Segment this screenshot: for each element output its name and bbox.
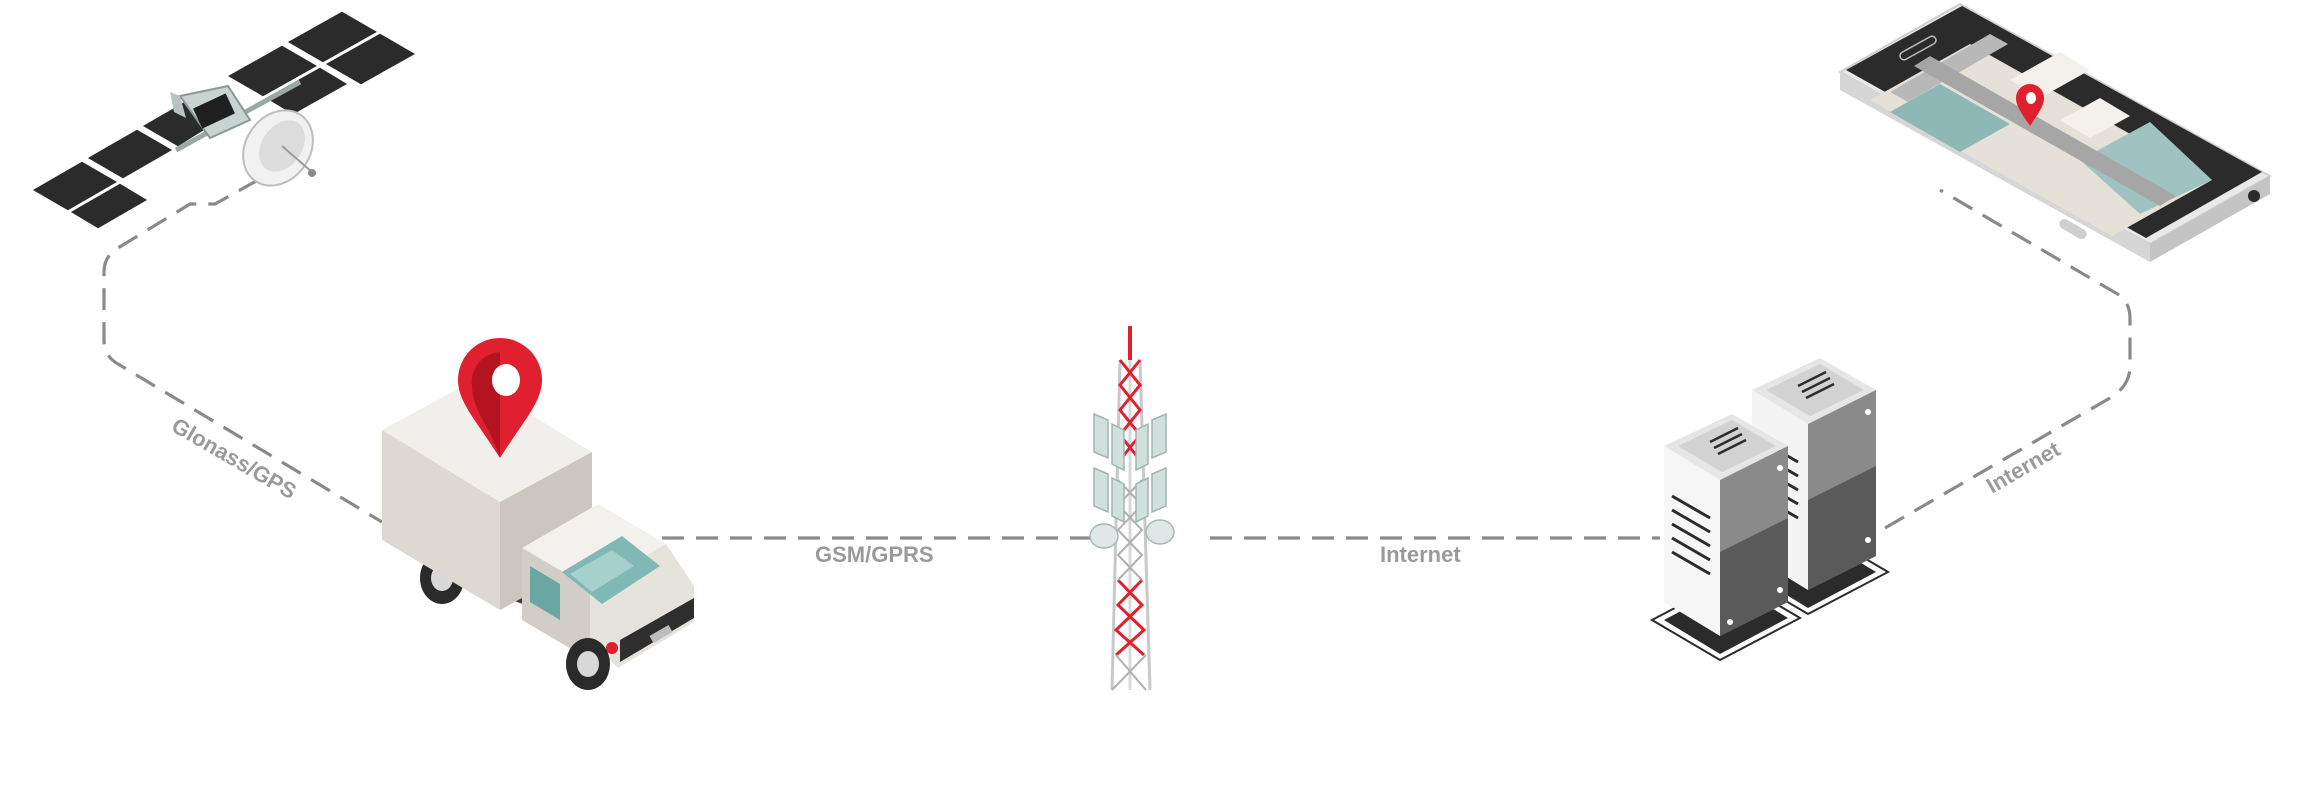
smartphone-icon xyxy=(1837,2,2273,262)
truck-icon xyxy=(382,338,694,690)
location-pin-icon xyxy=(458,338,542,458)
link-label-gsm-gprs: GSM/GPRS xyxy=(815,542,934,567)
connection-lines xyxy=(102,178,2132,540)
link-label-glonass-gps: Glonass/GPS xyxy=(168,413,301,504)
link-label-internet-phone: Internet xyxy=(1982,436,2065,498)
satellite-icon xyxy=(27,8,422,232)
server-icon xyxy=(1649,358,1891,662)
cell-tower-icon xyxy=(1089,326,1175,691)
link-label-internet-server: Internet xyxy=(1380,542,1461,567)
link-line-satellite-truck xyxy=(102,178,383,524)
map-pin-icon xyxy=(2016,84,2044,126)
link-line-server-phone xyxy=(1884,188,2132,530)
